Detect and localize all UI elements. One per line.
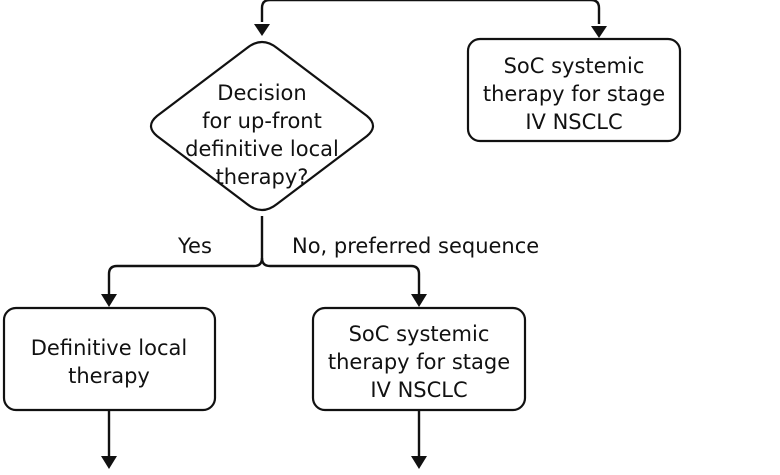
soc-bottom-text-line-1: SoC systemic [349, 322, 490, 346]
top-connector [254, 0, 607, 38]
soc-top-node: SoC systemic therapy for stage IV NSCLC [466, 37, 682, 143]
soc-bottom-text-line-2: therapy for stage [328, 350, 510, 374]
no-branch-line [260, 257, 421, 294]
decision-text-line-1: Decision [217, 81, 306, 105]
soc-top-text-line-1: SoC systemic [504, 54, 645, 78]
top-branch-line [260, 0, 601, 24]
decision-branch: Yes No, preferred sequence [101, 216, 539, 307]
local-therapy-node: Definitive local therapy [2, 306, 217, 412]
arrow-to-decision [254, 24, 270, 36]
local-therapy-out-arrow [101, 456, 117, 469]
soc-top-text-line-3: IV NSCLC [525, 110, 622, 134]
arrow-to-soc-top [591, 26, 607, 38]
yes-label: Yes [177, 234, 212, 258]
arrow-to-soc-bottom [411, 294, 427, 307]
decision-text-line-2: for up-front [202, 109, 322, 133]
soc-bottom-node: SoC systemic therapy for stage IV NSCLC [311, 306, 527, 412]
soc-bottom-text-line-3: IV NSCLC [370, 378, 467, 402]
decision-text-line-3: definitive local [185, 137, 339, 161]
soc-top-text-line-2: therapy for stage [483, 82, 665, 106]
arrow-to-local-therapy [101, 294, 117, 307]
local-therapy-text-line-1: Definitive local [31, 336, 188, 360]
local-therapy-text-line-2: therapy [68, 364, 150, 388]
soc-top-box [466, 37, 682, 143]
decision-node: Decision for up-front definitive local t… [149, 40, 375, 212]
no-preferred-label: No, preferred sequence [292, 234, 539, 258]
soc-bottom-out-arrow [411, 456, 427, 469]
bottom-connectors [101, 410, 427, 469]
decision-text-line-4: therapy? [216, 165, 309, 189]
decision-diamond [149, 40, 375, 212]
